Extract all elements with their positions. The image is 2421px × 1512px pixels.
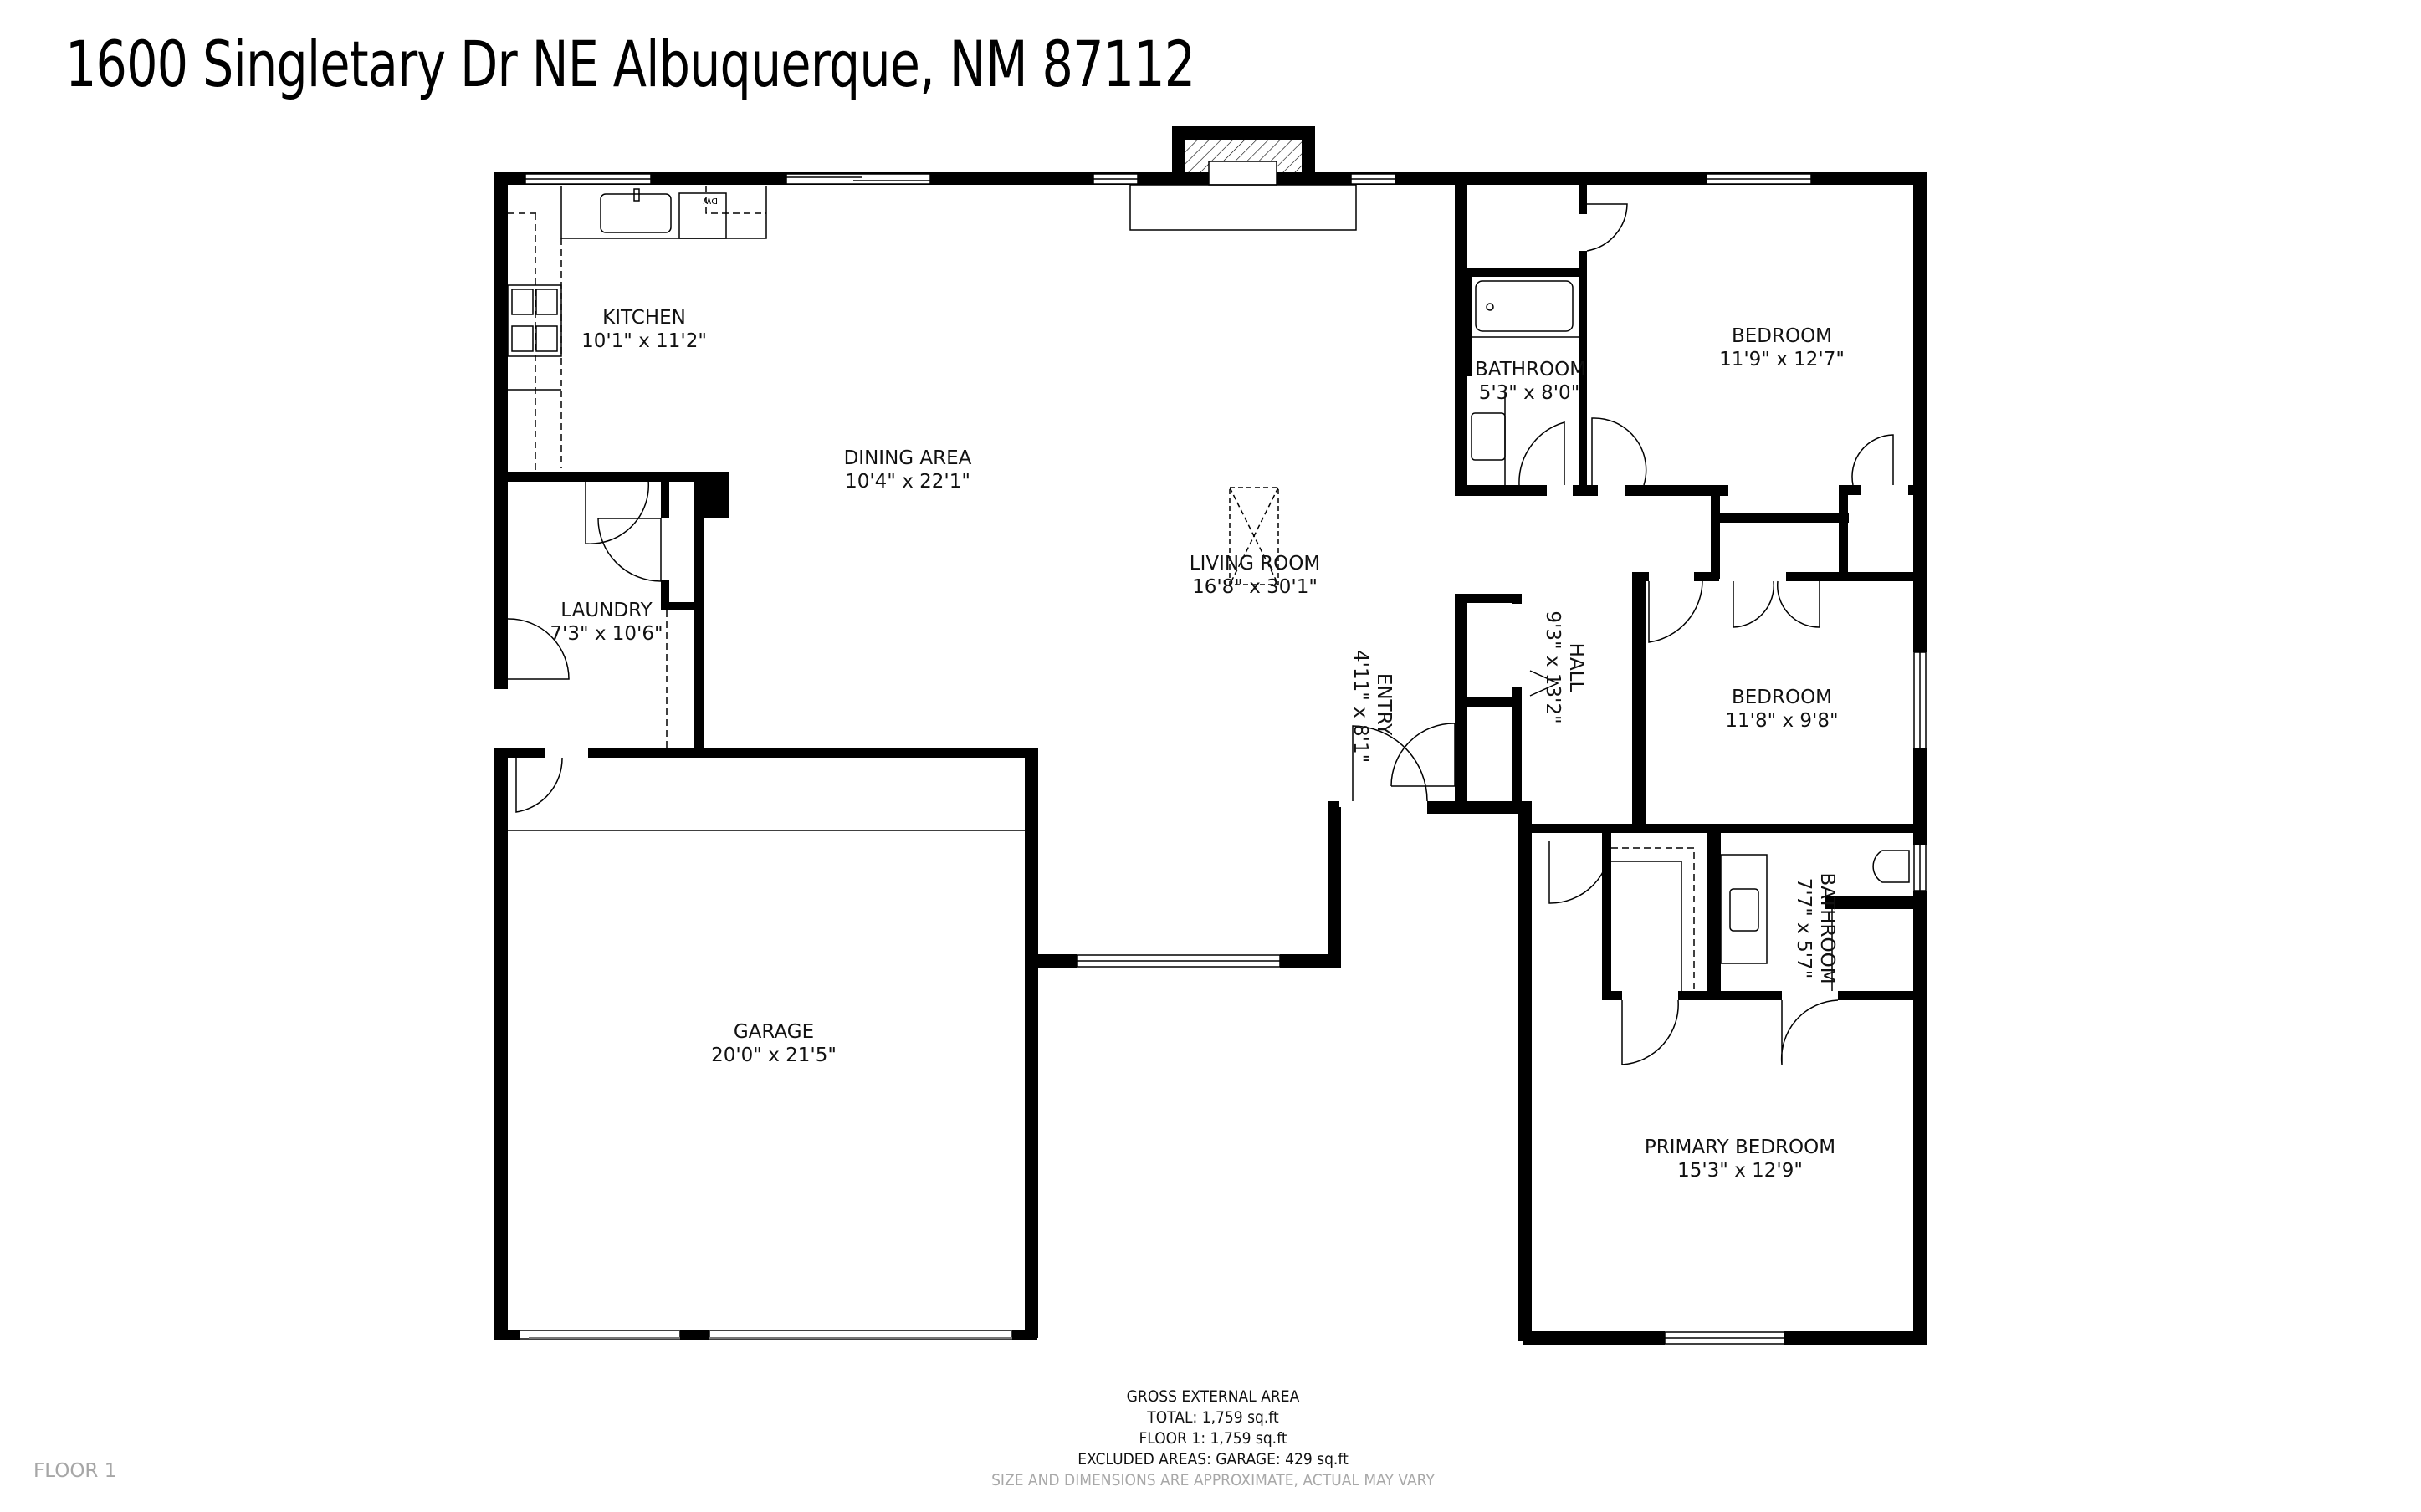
- dishwasher-label: DW: [703, 196, 718, 205]
- room-name: KITCHEN: [602, 307, 686, 329]
- hearth: [1129, 184, 1357, 231]
- property-address-title: 1600 Singletary Dr NE Albuquerque, NM 87…: [65, 27, 1195, 101]
- room-bathroom-1: BATHROOM 5'3" x 8'0": [1475, 358, 1587, 405]
- room-name: BEDROOM: [1731, 687, 1833, 708]
- room-name: LIVING ROOM: [1189, 553, 1321, 575]
- area-summary: GROSS EXTERNAL AREA TOTAL: 1,759 sq.ft F…: [949, 1387, 1477, 1491]
- room-name: DINING AREA: [843, 447, 972, 469]
- room-name: BATHROOM: [1816, 872, 1838, 984]
- floor-label: FLOOR 1: [33, 1460, 117, 1482]
- room-dimensions: 10'1" x 11'2": [581, 330, 707, 352]
- disclaimer: SIZE AND DIMENSIONS ARE APPROXIMATE, ACT…: [991, 1471, 1435, 1489]
- room-dimensions: 7'7" x 5'7": [1793, 877, 1814, 979]
- room-entry: ENTRY 4'11" x 8'1": [1349, 650, 1395, 764]
- room-dimensions: 15'3" x 12'9": [1677, 1160, 1803, 1182]
- room-primary-bedroom: PRIMARY BEDROOM 15'3" x 12'9": [1615, 1136, 1866, 1183]
- room-dimensions: 16'8" x 30'1": [1192, 576, 1318, 598]
- room-dimensions: 4'11" x 8'1": [1349, 650, 1371, 764]
- windows: [519, 173, 1927, 1345]
- room-name: BATHROOM: [1475, 359, 1587, 381]
- room-dining-area: DINING AREA 10'4" x 22'1": [803, 447, 1012, 493]
- room-dimensions: 20'0" x 21'5": [711, 1045, 837, 1066]
- room-dimensions: 11'9" x 12'7": [1719, 349, 1845, 370]
- room-kitchen: KITCHEN 10'1" x 11'2": [552, 306, 736, 353]
- room-name: LAUNDRY: [560, 600, 653, 621]
- room-garage: GARAGE 20'0" x 21'5": [669, 1020, 878, 1067]
- area-total: TOTAL: 1,759 sq.ft: [1147, 1408, 1279, 1427]
- room-hall: HALL 9'3" x 13'2": [1541, 609, 1588, 726]
- room-bedroom-2: BEDROOM 11'8" x 9'8": [1690, 686, 1874, 733]
- room-name: BEDROOM: [1731, 325, 1833, 347]
- room-name: HALL: [1565, 642, 1587, 692]
- room-dimensions: 11'8" x 9'8": [1725, 710, 1839, 732]
- room-name: ENTRY: [1373, 672, 1395, 736]
- room-laundry: LAUNDRY 7'3" x 10'6": [519, 599, 694, 646]
- area-heading: GROSS EXTERNAL AREA: [1126, 1387, 1300, 1406]
- room-dimensions: 5'3" x 8'0": [1478, 382, 1580, 404]
- room-dimensions: 7'3" x 10'6": [550, 623, 663, 645]
- room-bathroom-2: BATHROOM 7'7" x 5'7": [1792, 870, 1839, 987]
- room-bedroom-1: BEDROOM 11'9" x 12'7": [1690, 324, 1874, 371]
- room-name: GARAGE: [733, 1021, 815, 1043]
- room-dimensions: 9'3" x 13'2": [1542, 610, 1564, 724]
- room-living-room: LIVING ROOM 16'8" x 30'1": [1154, 552, 1355, 599]
- room-dimensions: 10'4" x 22'1": [845, 471, 970, 493]
- doors-and-fixtures: [507, 186, 1910, 1065]
- room-name: PRIMARY BEDROOM: [1644, 1137, 1836, 1158]
- area-floor1: FLOOR 1: 1,759 sq.ft: [1139, 1429, 1287, 1448]
- area-excluded: EXCLUDED AREAS: GARAGE: 429 sq.ft: [1077, 1450, 1349, 1469]
